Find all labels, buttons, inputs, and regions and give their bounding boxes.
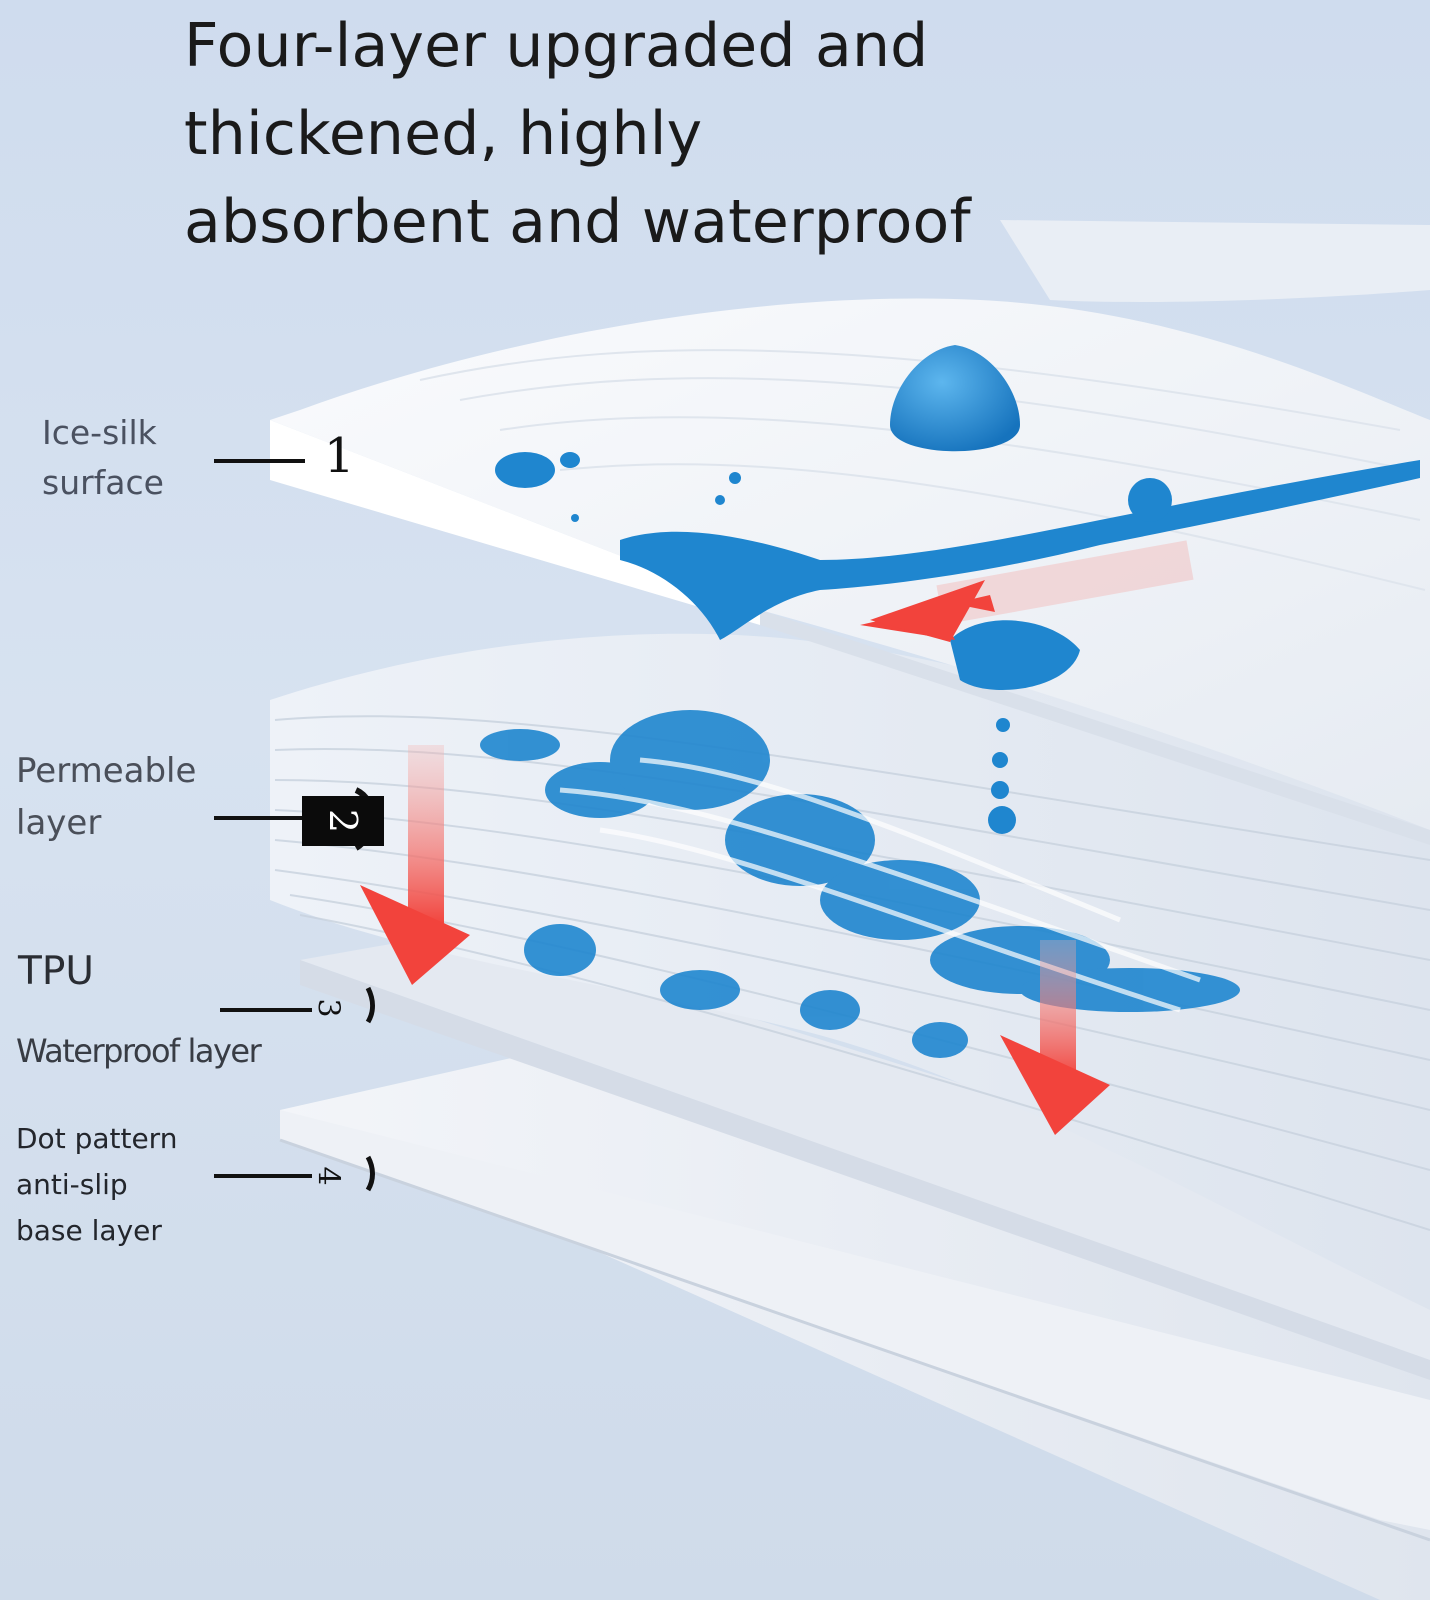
layer-4-label-line-2: anti-slip — [16, 1168, 128, 1201]
flow-arrow-left — [360, 745, 470, 985]
base-layer-sheet — [279, 1056, 1430, 1600]
flow-arrow-right — [1000, 940, 1110, 1135]
flow-arrow-surface — [860, 540, 1194, 642]
layer-2-label-line-1: Permeable — [16, 751, 197, 791]
layer-2-label: Permeable layer — [16, 745, 196, 849]
layer-1-label: Ice-silk surface — [42, 408, 164, 508]
layer-2-number: 2 — [302, 796, 384, 846]
layer-4-label-line-3: base layer — [16, 1214, 162, 1247]
headline-line-2: thickened, highly — [184, 99, 703, 169]
liquid-on-surface — [495, 345, 1420, 834]
layer-2-label-line-2: layer — [16, 803, 102, 843]
layer-4-label: Dot pattern anti-slip base layer — [16, 1116, 177, 1254]
flow-arrows — [360, 540, 1194, 1135]
headline-line-3: absorbent and waterproof — [184, 187, 971, 257]
layer-4-number: 4 — [310, 1166, 346, 1186]
headline: Four-layer upgraded and thickened, highl… — [184, 2, 1044, 266]
layer-1-label-line-2: surface — [42, 463, 164, 502]
layer-1-label-line-1: Ice-silk — [42, 413, 157, 452]
layer-3-label: Waterproof layer — [16, 1032, 262, 1070]
layer-3-title: TPU — [18, 949, 94, 994]
tpu-layer-sheet — [300, 930, 1430, 1380]
headline-line-1: Four-layer upgraded and — [184, 11, 929, 81]
layer-3-number: 3 — [310, 998, 346, 1018]
layer-1-number: 1 — [324, 428, 355, 484]
layer-4-label-line-1: Dot pattern — [16, 1122, 178, 1155]
